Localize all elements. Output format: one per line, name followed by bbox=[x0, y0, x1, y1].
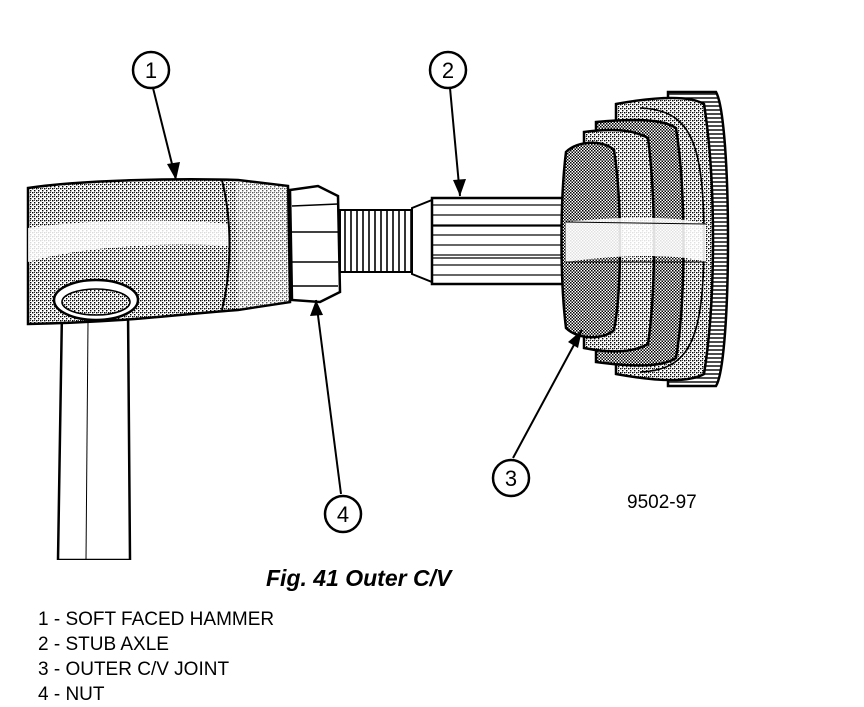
leader-line-4 bbox=[315, 299, 342, 495]
callout-number: 4 bbox=[337, 502, 349, 527]
legend-item: 4 - NUT bbox=[38, 684, 105, 705]
legend: 1 - SOFT FACED HAMMER 2 - STUB AXLE 3 - … bbox=[38, 607, 274, 707]
stub-axle bbox=[430, 196, 574, 286]
legend-item: 3 - OUTER C/V JOINT bbox=[38, 659, 230, 680]
outer-cv-joint bbox=[560, 90, 730, 388]
figure-caption: Fig. 41 Outer C/V bbox=[266, 565, 452, 591]
callout-number: 1 bbox=[145, 58, 157, 83]
callout-number: 2 bbox=[442, 58, 454, 83]
outer-cv-joint-illustration: 1 2 3 4 9502-97 bbox=[26, 50, 730, 560]
nut bbox=[288, 184, 342, 304]
callout-4: 4 bbox=[323, 494, 363, 534]
threaded-shank bbox=[339, 198, 433, 284]
legend-item: 2 - STUB AXLE bbox=[38, 634, 169, 655]
callout-1: 1 bbox=[131, 50, 171, 90]
callout-number: 3 bbox=[505, 466, 517, 491]
hammer-handle bbox=[56, 308, 132, 560]
figure-id: 9502-97 bbox=[627, 492, 697, 513]
legend-item: 1 - SOFT FACED HAMMER bbox=[38, 609, 275, 630]
soft-faced-hammer bbox=[26, 178, 292, 560]
leader-line-3 bbox=[512, 329, 583, 459]
leader-line-2 bbox=[449, 87, 461, 197]
leader-lines bbox=[152, 87, 583, 495]
callout-2: 2 bbox=[428, 50, 468, 90]
callout-3: 3 bbox=[491, 458, 531, 498]
